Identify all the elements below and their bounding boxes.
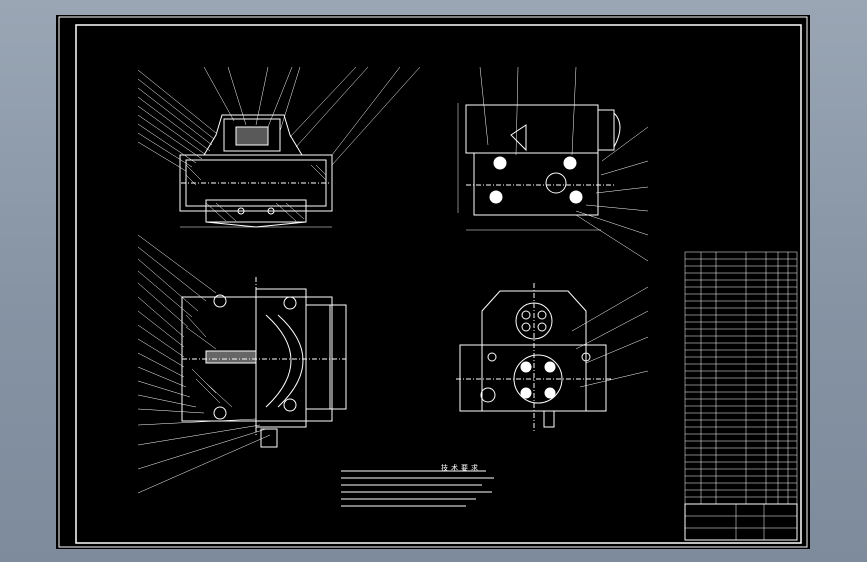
bottom-view <box>456 283 649 433</box>
inner-frame <box>75 24 802 544</box>
technical-notes <box>341 470 494 507</box>
side-view <box>457 66 649 262</box>
technical-requirements-title: 技术要求 <box>441 464 481 472</box>
front-section-view <box>137 66 421 228</box>
top-view <box>137 234 347 494</box>
title-block <box>684 503 798 541</box>
cad-viewport[interactable]: 技术要求 <box>56 15 810 549</box>
assembly-drawing <box>58 16 808 548</box>
parts-list <box>684 251 798 505</box>
outer-frame <box>58 16 808 548</box>
